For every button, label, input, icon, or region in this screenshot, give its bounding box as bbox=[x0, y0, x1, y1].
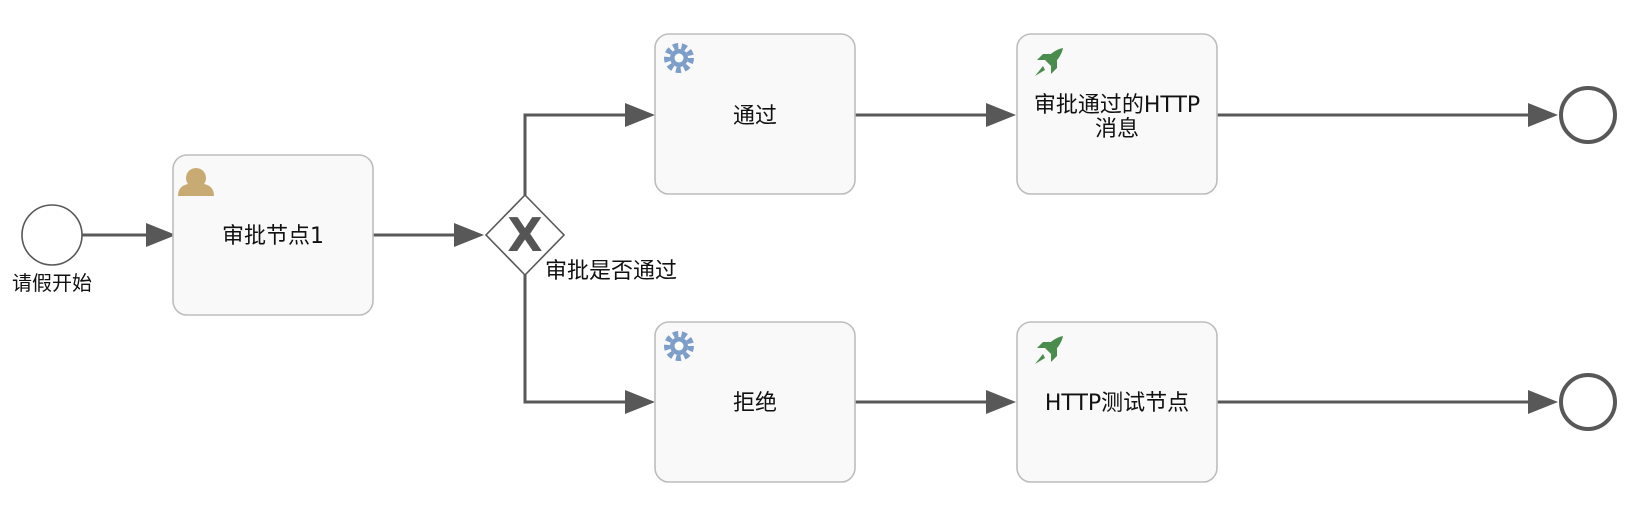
task-http-test-box[interactable] bbox=[1016, 321, 1218, 483]
task-reject-label: 拒绝 bbox=[733, 391, 777, 416]
task-http-pass-label-line2: 消息 bbox=[1095, 117, 1139, 142]
flow-arrowhead bbox=[986, 103, 1016, 127]
task-reject-box[interactable] bbox=[654, 321, 856, 483]
task-pass-box[interactable] bbox=[654, 33, 856, 195]
gear-icon bbox=[664, 43, 694, 73]
end-event-circle[interactable] bbox=[1559, 86, 1617, 144]
start-event-label: 请假开始 bbox=[12, 271, 92, 295]
flow-arrowhead bbox=[625, 103, 655, 127]
user-icon bbox=[178, 168, 214, 196]
task-http-pass-box[interactable] bbox=[1016, 33, 1218, 195]
start-event-circle[interactable] bbox=[21, 204, 83, 266]
task-pass[interactable]: 通过 bbox=[654, 33, 856, 195]
flow-arrowhead bbox=[1528, 390, 1558, 414]
rocket-icon bbox=[1035, 336, 1063, 364]
flow-arrowhead bbox=[454, 223, 484, 247]
exclusive-gateway[interactable]: X 审批是否通过 bbox=[484, 193, 677, 284]
flow-arrowhead bbox=[146, 223, 176, 247]
end-event-reject[interactable] bbox=[1559, 373, 1617, 431]
gateway-label: 审批是否通过 bbox=[545, 259, 677, 284]
flow-arrowhead bbox=[986, 390, 1016, 414]
gateway-x-marker: X bbox=[507, 208, 542, 262]
rocket-icon bbox=[1035, 48, 1063, 76]
gateway-diamond[interactable] bbox=[484, 193, 566, 277]
task-http-test-label: HTTP测试节点 bbox=[1045, 391, 1189, 416]
flow-arrowhead bbox=[625, 390, 655, 414]
flow-gateway-to-pass[interactable] bbox=[523, 113, 625, 196]
task-approval-label: 审批节点1 bbox=[222, 224, 324, 249]
task-approval-node[interactable]: 审批节点1 bbox=[172, 154, 374, 316]
task-reject[interactable]: 拒绝 bbox=[654, 321, 856, 483]
task-approval-box[interactable] bbox=[172, 154, 374, 316]
flow-gateway-to-reject[interactable] bbox=[523, 274, 625, 404]
task-pass-label: 通过 bbox=[733, 104, 777, 129]
task-http-pass-label-line1: 审批通过的HTTP bbox=[1034, 93, 1200, 118]
task-http-pass[interactable]: 审批通过的HTTP 消息 bbox=[1016, 33, 1218, 195]
end-event-circle[interactable] bbox=[1559, 373, 1617, 431]
sequence-flows bbox=[82, 103, 1558, 414]
flow-arrowhead bbox=[1528, 103, 1558, 127]
gear-icon bbox=[664, 331, 694, 361]
task-http-test[interactable]: HTTP测试节点 bbox=[1016, 321, 1218, 483]
end-event-pass[interactable] bbox=[1559, 86, 1617, 144]
start-event[interactable]: 请假开始 bbox=[12, 204, 92, 295]
